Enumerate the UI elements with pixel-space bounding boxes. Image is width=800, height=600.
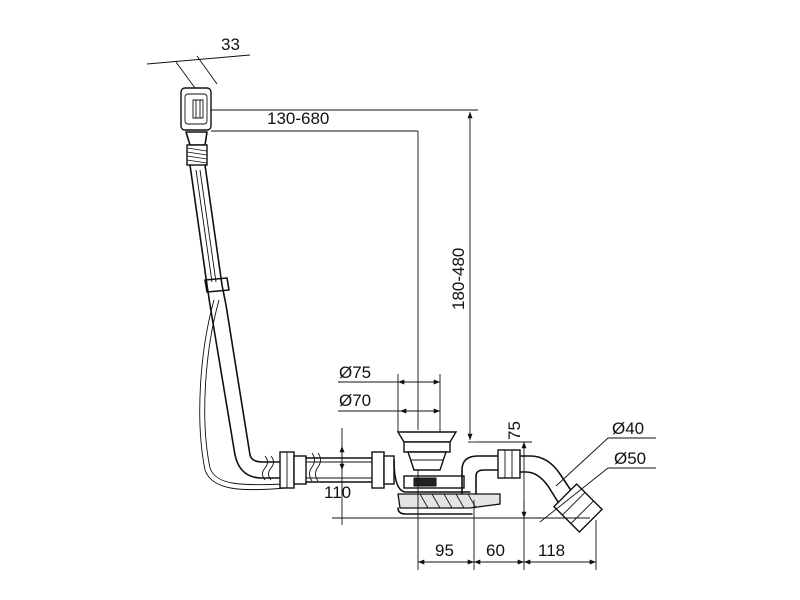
- dim-118-label: 118: [538, 541, 565, 560]
- dim-180-480-label: 180-480: [449, 248, 468, 310]
- dim-33-label: 33: [221, 35, 240, 54]
- dim-95-label: 95: [435, 541, 454, 560]
- dim-dia70: Ø70: [338, 391, 440, 414]
- dim-dia40-label: Ø40: [612, 419, 644, 438]
- threaded-connector: [186, 144, 208, 166]
- dim-dia70-label: Ø70: [339, 391, 371, 410]
- dim-130-680-label: 130-680: [267, 109, 329, 128]
- outlet-elbow: [497, 449, 604, 534]
- overflow-head: [180, 87, 212, 131]
- dim-110-label: 110: [324, 483, 351, 502]
- dim-33: 33: [146, 35, 251, 89]
- drain-body: [393, 431, 501, 515]
- dim-180-480: 180-480: [211, 109, 478, 443]
- dim-dia50: Ø50: [539, 449, 656, 523]
- dim-110: 110: [324, 428, 590, 525]
- dim-dia50-label: Ø50: [614, 449, 646, 468]
- dim-60-label: 60: [486, 541, 505, 560]
- horizontal-pipe: [262, 451, 395, 489]
- overflow-tube: [185, 131, 286, 479]
- bowden-cable: [199, 299, 286, 491]
- dim-75-label: 75: [505, 421, 524, 440]
- dim-dia75-label: Ø75: [339, 363, 371, 382]
- dim-dia40: Ø40: [555, 419, 656, 487]
- dim-dia75: Ø75: [338, 363, 441, 432]
- dim-bottom-chain: 95 60 118: [417, 470, 597, 570]
